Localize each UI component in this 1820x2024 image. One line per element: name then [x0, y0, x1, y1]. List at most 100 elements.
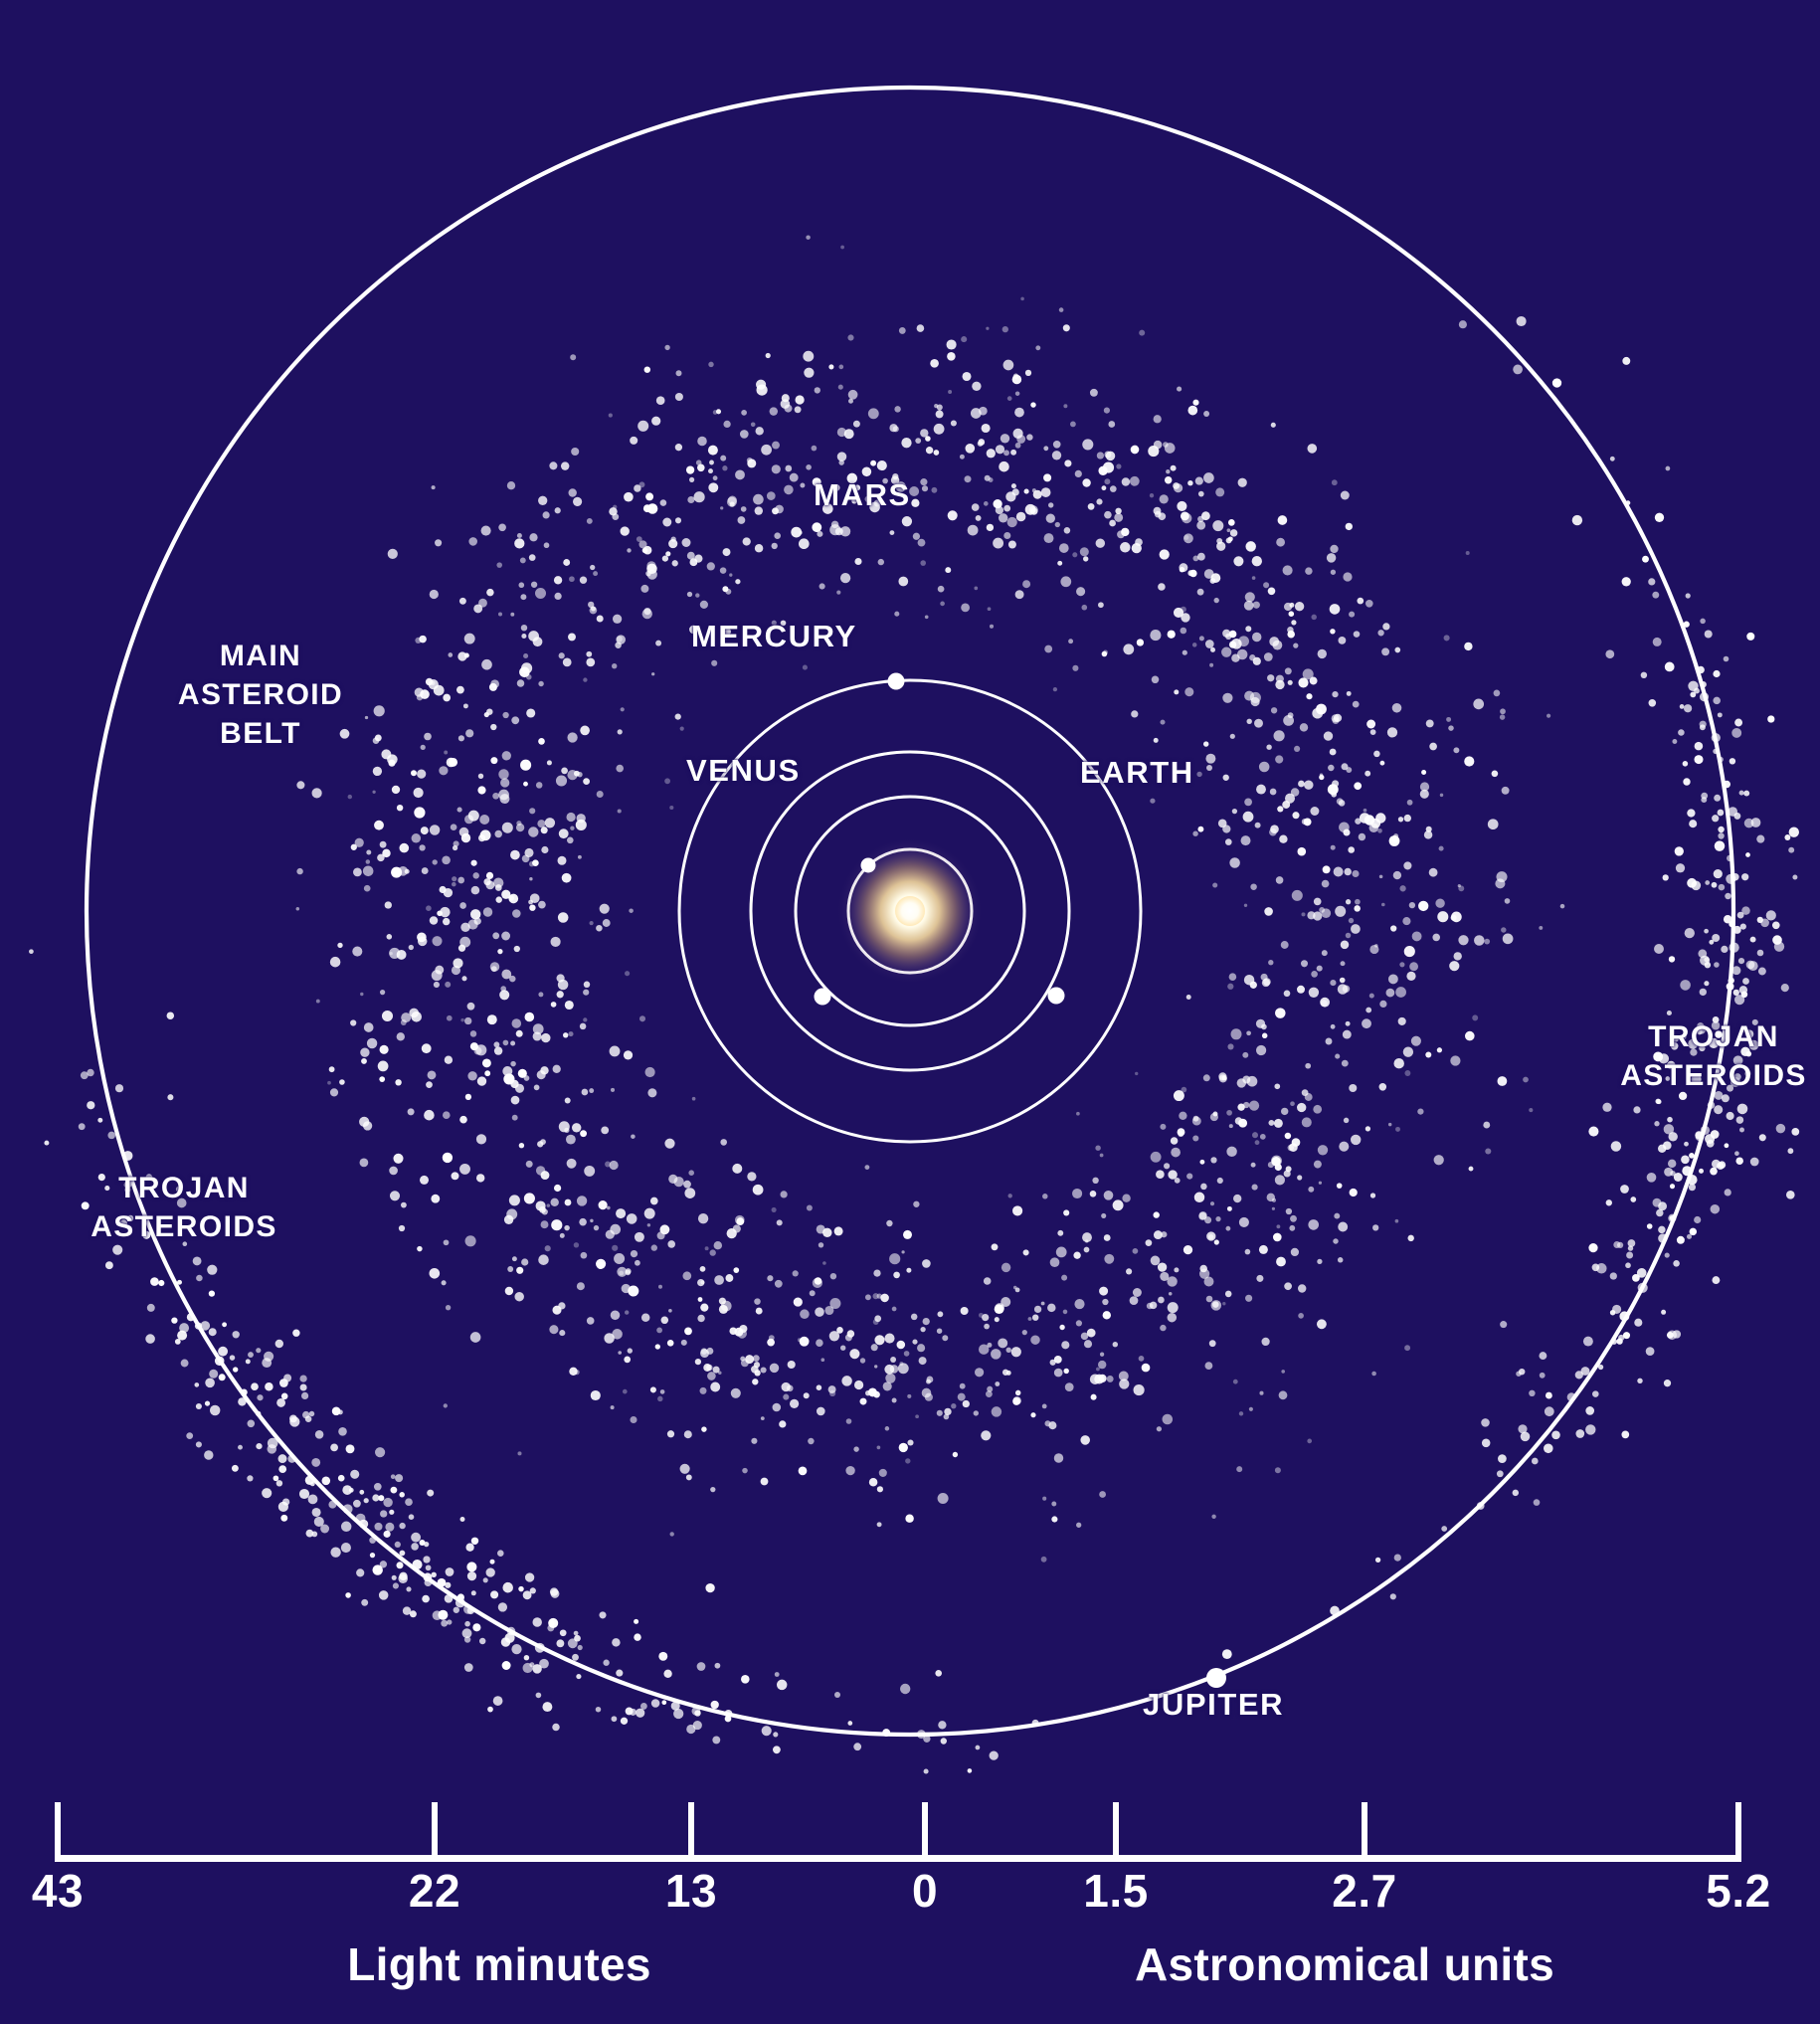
asteroid-dot [1585, 1406, 1595, 1415]
asteroid-dot [903, 1351, 910, 1357]
asteroid-dot [566, 1158, 577, 1169]
asteroid-dot [907, 1439, 914, 1446]
asteroid-dot [1713, 669, 1721, 678]
asteroid-dot [1679, 704, 1685, 709]
asteroid-dot [897, 1363, 909, 1375]
asteroid-dot [590, 1389, 601, 1401]
asteroid-dot [501, 931, 511, 941]
asteroid-dot [771, 542, 778, 550]
asteroid-dot [965, 443, 976, 454]
asteroid-dot [590, 564, 596, 571]
asteroid-dot [674, 444, 683, 452]
asteroid-dot [795, 395, 805, 405]
asteroid-dot [493, 1046, 503, 1055]
asteroid-dot [1767, 715, 1775, 723]
asteroid-dot [508, 893, 519, 904]
asteroid-dot [530, 581, 538, 588]
asteroid-dot [620, 707, 625, 712]
asteroid-dot [1588, 1126, 1599, 1137]
asteroid-dot [501, 969, 512, 980]
asteroid-dot [1673, 1260, 1680, 1267]
asteroid-dot [761, 444, 772, 456]
asteroid-dot [1758, 1134, 1766, 1142]
asteroid-dot [638, 481, 645, 488]
asteroid-dot [1226, 1205, 1232, 1211]
asteroid-dot [566, 812, 576, 823]
asteroid-dot [584, 1165, 596, 1177]
asteroid-dot [1001, 1369, 1009, 1376]
asteroid-dot [441, 1619, 449, 1627]
asteroid-dot [1687, 877, 1697, 888]
asteroid-dot [417, 1245, 423, 1252]
asteroid-dot [1417, 1108, 1424, 1115]
asteroid-dot [451, 1172, 459, 1181]
asteroid-dot [510, 612, 515, 617]
asteroid-dot [922, 1317, 930, 1326]
asteroid-dot [467, 919, 478, 930]
asteroid-dot [1694, 1215, 1702, 1224]
asteroid-dot [1261, 979, 1270, 988]
asteroid-dot [1123, 644, 1135, 655]
asteroid-dot [1211, 1514, 1216, 1520]
asteroid-dot [556, 991, 564, 999]
asteroid-dot [1625, 500, 1631, 505]
asteroid-dot [657, 1395, 663, 1402]
asteroid-dot [1283, 715, 1294, 726]
asteroid-dot [1259, 1134, 1266, 1140]
asteroid-dot [385, 1522, 395, 1532]
asteroid-dot [1302, 668, 1314, 680]
asteroid-dot [609, 1045, 621, 1057]
asteroid-dot [1090, 1393, 1097, 1400]
asteroid-dot [1301, 1117, 1312, 1128]
asteroid-dot [1731, 727, 1742, 738]
asteroid-dot [1403, 946, 1415, 958]
asteroid-dot [1141, 1363, 1151, 1373]
asteroid-dot [1688, 1184, 1696, 1192]
asteroid-dot [515, 1029, 523, 1037]
asteroid-dot [390, 1474, 396, 1480]
asteroid-dot [372, 766, 383, 777]
asteroid-dot [564, 1000, 574, 1011]
asteroid-dot [1379, 1000, 1387, 1009]
asteroid-dot [1788, 827, 1800, 837]
asteroid-dot [389, 951, 393, 956]
asteroid-dot [459, 1163, 470, 1175]
asteroid-dot [463, 1604, 473, 1614]
asteroid-dot [448, 652, 454, 657]
asteroid-dot [521, 1258, 529, 1266]
asteroid-dot [1157, 1262, 1168, 1272]
scale-tick-0 [922, 1802, 928, 1862]
asteroid-dot [1010, 483, 1016, 489]
asteroid-dot [957, 1392, 966, 1401]
asteroid-dot [1696, 1028, 1703, 1035]
asteroid-dot [1681, 1155, 1690, 1165]
asteroid-dot [769, 407, 779, 416]
asteroid-dot [691, 1096, 696, 1101]
asteroid-dot [1163, 442, 1169, 448]
asteroid-dot [1153, 1230, 1163, 1240]
asteroid-dot [126, 1214, 134, 1222]
asteroid-dot [1209, 662, 1214, 667]
asteroid-dot [389, 947, 401, 959]
asteroid-dot [1353, 631, 1361, 638]
asteroid-dot [753, 1362, 761, 1369]
asteroid-dot [516, 532, 522, 539]
asteroid-dot [433, 981, 440, 989]
asteroid-dot [532, 1023, 544, 1034]
asteroid-dot [439, 766, 449, 776]
asteroid-dot [1206, 1231, 1216, 1241]
asteroid-dot [1287, 627, 1294, 634]
asteroid-dot [1682, 761, 1689, 767]
asteroid-dot [1712, 1276, 1721, 1285]
asteroid-dot [1203, 569, 1214, 579]
asteroid-dot [1174, 1178, 1181, 1184]
asteroid-dot [526, 708, 536, 718]
asteroid-dot [1421, 770, 1427, 775]
asteroid-dot [1723, 655, 1729, 662]
asteroid-dot [1705, 880, 1711, 885]
asteroid-dot [424, 1541, 430, 1548]
asteroid-dot [180, 1359, 189, 1368]
asteroid-dot [1180, 627, 1187, 635]
asteroid-dot [838, 364, 844, 370]
asteroid-dot [1031, 1719, 1039, 1727]
